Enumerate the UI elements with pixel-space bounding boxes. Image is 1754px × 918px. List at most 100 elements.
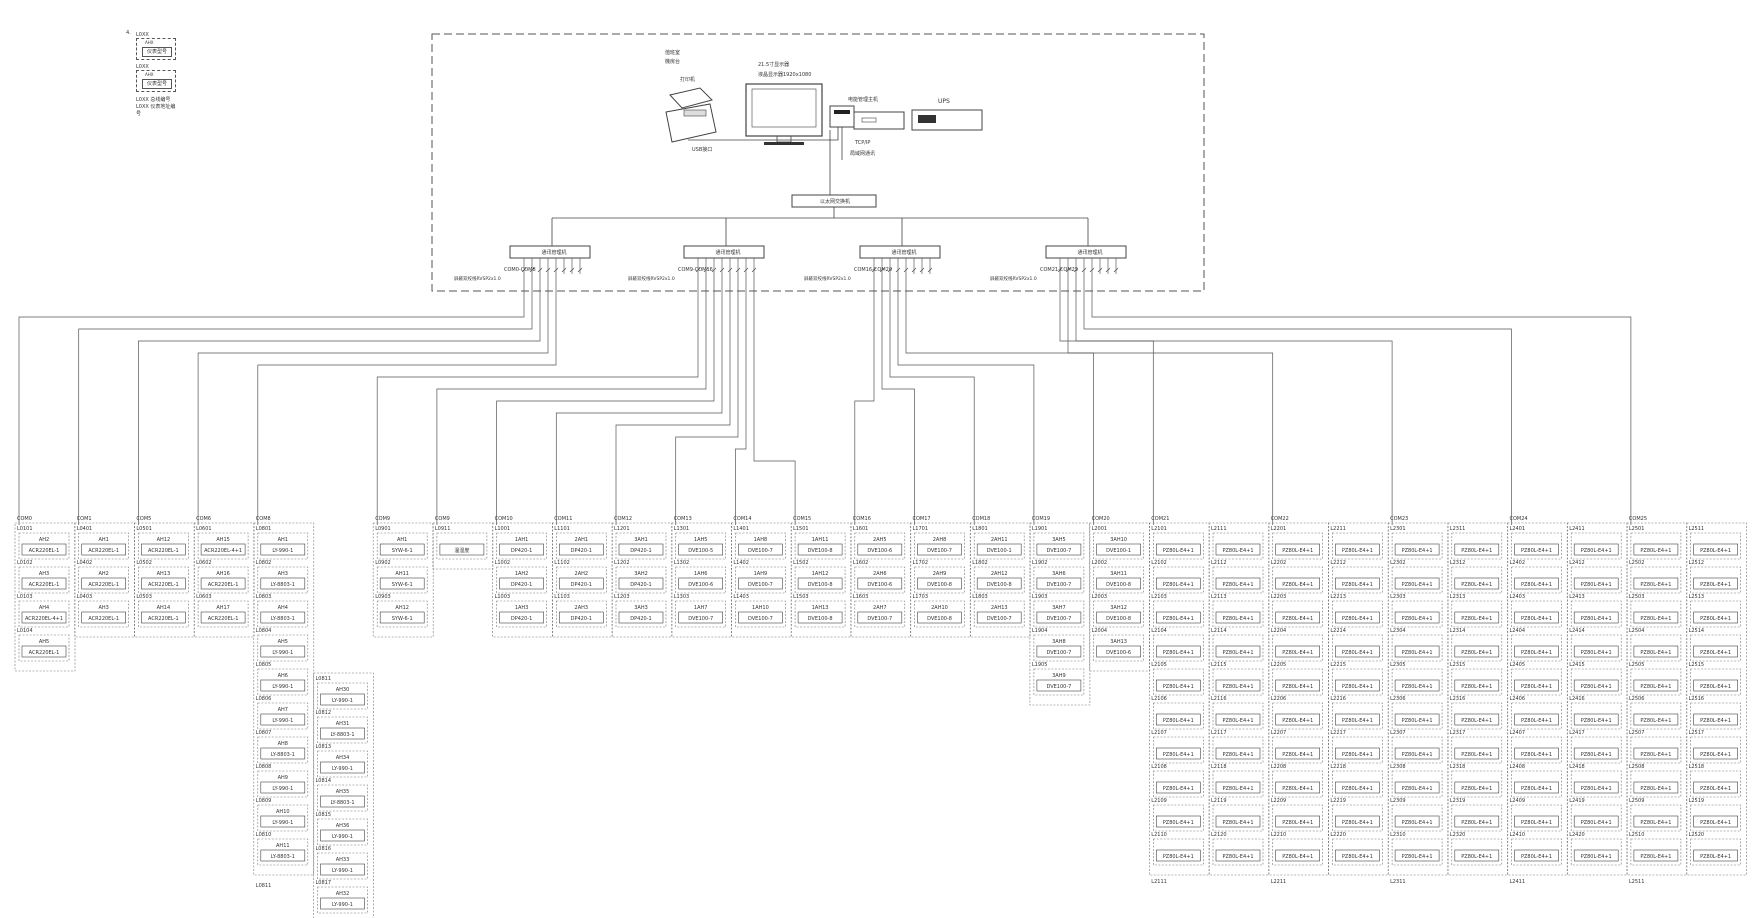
device-address: L2402 (1510, 560, 1526, 566)
device-cell (1391, 770, 1443, 798)
device-cell (1391, 532, 1443, 560)
device-model: ACR220EL-4+1 (204, 548, 242, 554)
device-tag: 1AH2 (515, 571, 529, 577)
device-meter (260, 611, 306, 624)
device-model: DVE100-7 (867, 616, 892, 622)
device-address: L2519 (1689, 798, 1705, 804)
device-address: L2506 (1629, 696, 1645, 702)
ups-icon: UPS (911, 98, 983, 131)
device-layer: COM0L0101AH2ACR220EL-1L0102AH3ACR220EL-1… (14, 516, 1747, 918)
device-tag: AH12 (395, 605, 409, 611)
device-model: PZ80L-E4+1 (1342, 616, 1373, 622)
port-slash (1113, 267, 1119, 273)
device-cell (1570, 736, 1622, 764)
bus-com-label: COM24 (1510, 516, 1528, 522)
device-address: L2108 (1151, 764, 1167, 770)
device-model: LY-990-1 (332, 902, 353, 908)
device-meter (1633, 713, 1679, 726)
device-model: ACR220EL-1 (148, 582, 179, 588)
device-model: PZ80L-E4+1 (1282, 854, 1313, 860)
device-address: L2419 (1569, 798, 1585, 804)
device-cell (1690, 532, 1741, 560)
device-address: L2515 (1689, 662, 1705, 668)
port-slash (719, 267, 725, 273)
device-meter (618, 611, 664, 624)
port-slash (735, 267, 741, 273)
device-model: DP420-1 (571, 616, 592, 622)
port-slash (903, 267, 909, 273)
device-model: LY-990-1 (272, 786, 293, 792)
device-address: L2216 (1330, 696, 1346, 702)
device-address: L2114 (1211, 628, 1227, 634)
device-address: L0902 (375, 560, 391, 566)
bus-group-frame (1029, 522, 1091, 706)
tcpip-sub: 局域网通讯 (850, 150, 875, 157)
device-cell (1332, 668, 1383, 696)
device-cell (914, 532, 965, 560)
device-cell (615, 532, 667, 560)
device-model: PZ80L-E4+1 (1402, 650, 1433, 656)
device-meter (1096, 577, 1141, 590)
device-cell (1391, 736, 1443, 764)
device-model: PZ80L-E4+1 (1402, 684, 1433, 690)
bus-trunk (1083, 274, 1512, 525)
device-model: LY-990-1 (332, 698, 353, 704)
device-cell (1153, 770, 1204, 798)
gateway-label: 通讯管理机 (1077, 249, 1102, 256)
device-cell (1690, 668, 1741, 696)
device-model: PZ80L-E4+1 (1402, 854, 1433, 860)
device-model: DP420-1 (511, 582, 532, 588)
device-meter (1394, 815, 1440, 828)
device-tag: 1AH12 (812, 571, 829, 577)
device-tag: 1AH5 (694, 537, 708, 543)
device-address: L1603 (853, 594, 869, 600)
bus-com-label: COM12 (614, 516, 632, 522)
device-meter (1036, 577, 1082, 590)
device-meter (141, 577, 186, 590)
port-slash (895, 267, 901, 273)
device-cell (1511, 668, 1562, 696)
room-label: 值班室 (665, 49, 680, 56)
gateway-box (509, 245, 591, 259)
device-cell (1272, 634, 1323, 662)
device-meter (1514, 679, 1559, 692)
bus-com-label: COM20 (1092, 516, 1110, 522)
gateway-note: 屏蔽双绞线RVSP2x1.0 (454, 275, 501, 282)
device-address: L2507 (1629, 730, 1645, 736)
device-cell (257, 600, 309, 628)
device-address: L2414 (1569, 628, 1585, 634)
device-cell (1630, 532, 1682, 560)
device-meter (1693, 747, 1738, 760)
device-meter (499, 611, 544, 624)
device-cell (794, 600, 846, 628)
device-tag: 3AH9 (1052, 673, 1066, 679)
device-address: L2420 (1569, 832, 1585, 838)
device-tag: 2AH9 (933, 571, 947, 577)
device-address: L0802 (256, 560, 272, 566)
device-meter (1394, 781, 1440, 794)
device-model: PZ80L-E4+1 (1282, 616, 1313, 622)
device-model: PZ80L-E4+1 (1521, 582, 1552, 588)
gateway-box (859, 245, 941, 259)
device-tag: AH32 (336, 891, 350, 897)
device-tag: AH11 (276, 843, 290, 849)
device-meter (1096, 645, 1141, 658)
device-model: PZ80L-E4+1 (1581, 548, 1612, 554)
legend-code: L0XX (136, 64, 149, 70)
device-model: DVE100-8 (1106, 582, 1131, 588)
device-model: LY-8803-1 (271, 582, 295, 588)
device-address: L1502 (793, 560, 809, 566)
device-cell (1033, 634, 1085, 662)
device-tag: AH3 (39, 571, 49, 577)
device-model: PZ80L-E4+1 (1342, 650, 1373, 656)
port-slash (887, 267, 893, 273)
device-tag: 2AH3 (575, 605, 589, 611)
device-model: PZ80L-E4+1 (1700, 718, 1731, 724)
bus-com-label: COM18 (972, 516, 990, 522)
device-meter (1394, 849, 1440, 862)
device-model: PZ80L-E4+1 (1700, 752, 1731, 758)
device-address: L0813 (316, 744, 332, 750)
device-cell (317, 886, 368, 914)
device-address: L1201 (614, 526, 630, 532)
legend-note: L0XX 仪表地址编号 (136, 104, 176, 117)
